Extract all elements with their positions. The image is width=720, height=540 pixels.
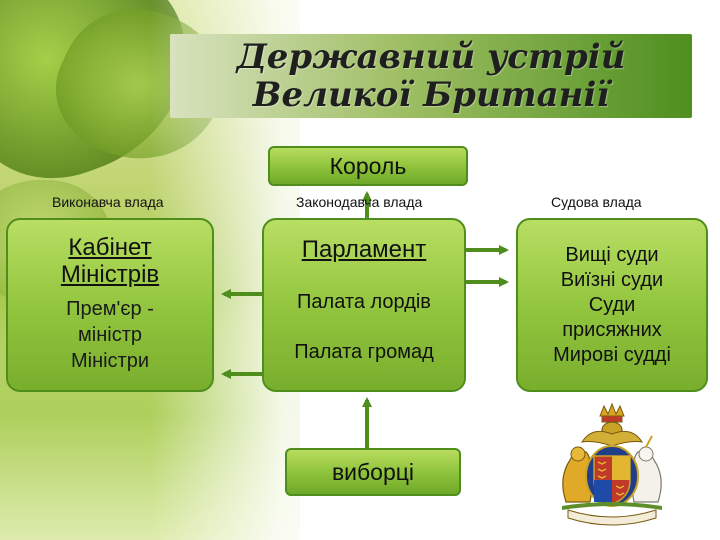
cabinet-item: міністр: [78, 324, 142, 346]
court-item: Вищі суди: [565, 243, 659, 266]
court-item: Суди: [588, 293, 636, 316]
king-label: Король: [329, 152, 407, 179]
king-box: Король: [268, 146, 468, 186]
voters-label: виборці: [331, 458, 415, 485]
royal-coat-of-arms-icon: [562, 402, 662, 526]
cabinet-item: Міністри: [70, 350, 150, 372]
branch-label-legislative: Законодавча влада: [296, 194, 423, 210]
parliament-item: Палата лордів: [297, 291, 431, 313]
courts-box: Вищі суди Виїзні суди Суди присяжних Мир…: [516, 218, 708, 392]
court-item: присяжних: [562, 318, 662, 341]
cabinet-box: Кабінет Міністрів Прем'єр - міністр Міні…: [6, 218, 214, 392]
parliament-box: Парламент Палата лордів Палата громад: [262, 218, 466, 392]
cabinet-title-1: Кабінет: [68, 234, 152, 261]
cabinet-item: Прем'єр -: [66, 298, 154, 320]
parliament-title: Парламент: [301, 236, 427, 263]
cabinet-title-2: Міністрів: [60, 261, 160, 288]
title-line-1: Державний устрій: [236, 37, 626, 77]
court-item: Виїзні суди: [560, 268, 664, 291]
voters-box: виборці: [285, 448, 461, 496]
parliament-item: Палата громад: [294, 341, 434, 363]
title-line-2: Великої Британії: [252, 75, 610, 115]
branch-label-judicial: Судова влада: [551, 194, 642, 210]
title-banner: Державний устрій Великої Британії: [170, 34, 692, 118]
branch-label-executive: Виконавча влада: [52, 194, 164, 210]
court-item: Мирові судді: [553, 343, 671, 366]
